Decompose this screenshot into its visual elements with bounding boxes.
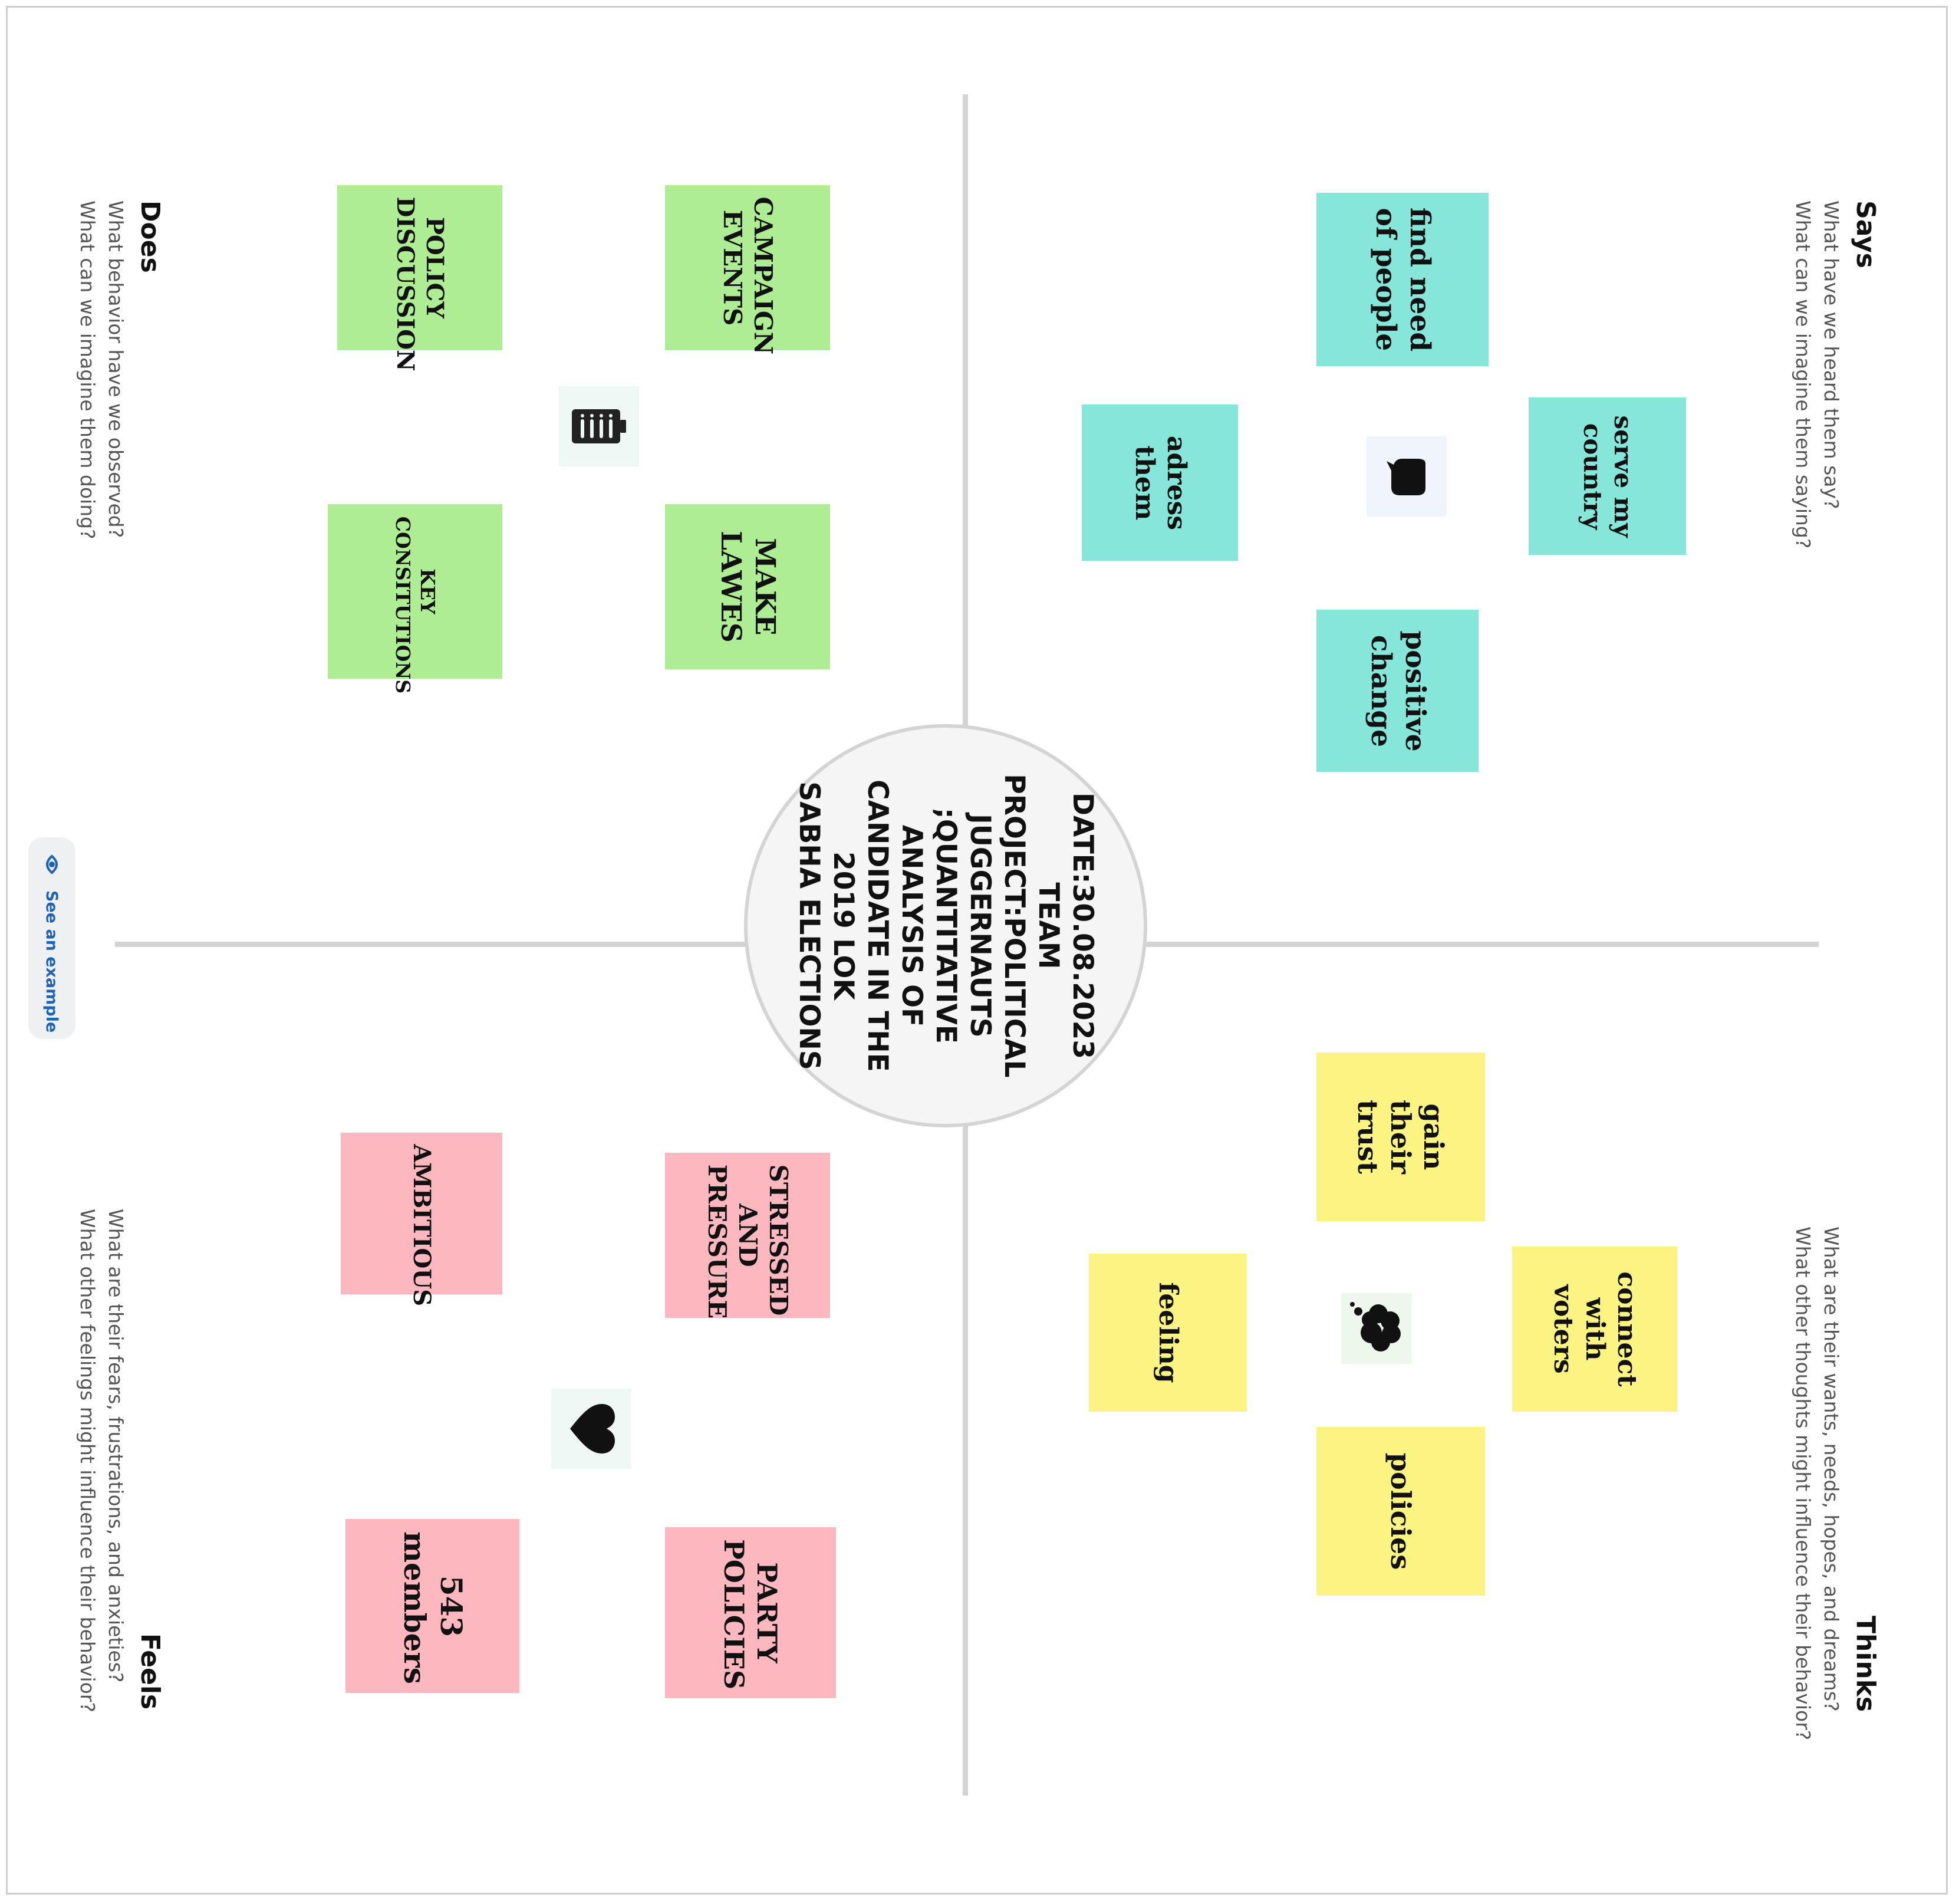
sticky-note-says[interactable]: adress them [1082,405,1238,561]
see-example-button[interactable] [28,837,75,1039]
sticky-note-says[interactable]: positive change [1316,610,1479,772]
sticky-note-thinks[interactable]: gain their trust [1316,1053,1485,1221]
feels-description: What are their fears, frustrations, and … [76,1209,127,1712]
center-circle [744,724,1147,1127]
center-line: SABHA ELECTIONS [793,781,825,1070]
feels-title: Feels [135,1633,165,1710]
sticky-note-does[interactable]: POLICY DISCUSSION [337,185,502,371]
sticky-note-thinks[interactable]: policies [1316,1427,1485,1596]
sticky-note-feels[interactable]: STRESSED AND PRESSURE [665,1153,830,1318]
center-line: CANDIDATE IN THE 2019 LOK [827,780,894,1072]
battery-icon [559,386,639,466]
center-line: JUGGERNAUTS [964,814,996,1038]
see-example-label: See an example [42,890,61,1033]
thinks-description: What are their wants, needs, hopes, and … [1792,1226,1843,1741]
sticky-note-feels[interactable]: AMBITIOUS [341,1133,502,1306]
sticky-note-says[interactable]: serve my country [1529,397,1686,555]
sticky-note-does[interactable]: CAMPAIGN EVENTS [665,185,830,354]
sticky-note-feels[interactable]: 543 members [345,1519,519,1693]
says-description: What have we heard them say? What can we… [1792,200,1843,549]
sticky-note-thinks[interactable]: connect with voters [1512,1247,1677,1412]
center-line: TEAM PROJECT:POLITICAL [998,774,1065,1078]
sticky-note-does[interactable]: MAKE LAWES [665,504,830,669]
sticky-note-thinks[interactable]: feeling [1089,1254,1247,1412]
does-title: Does [135,200,165,273]
sticky-note-feels[interactable]: PARTY POLICIES [665,1527,836,1698]
says-title: Says [1851,200,1881,268]
center-title: DATE:30.08.2023 TEAM PROJECT:POLITICAL J… [792,761,1099,1091]
thinks-title: Thinks [1851,1616,1881,1712]
sticky-note-does[interactable]: KEY CONSITUTIONS [328,504,502,693]
speech-bubble-icon [1367,436,1447,517]
eye-icon [41,854,62,875]
center-line: ;QUANTITATIVE ANALYSIS OF [895,808,962,1044]
thought-cloud-icon [1341,1293,1412,1364]
heart-icon [551,1389,631,1469]
center-line: DATE:30.08.2023 [1066,792,1099,1060]
sticky-note-says[interactable]: find need of people [1316,193,1489,366]
does-description: What behavior have we observed? What can… [76,200,127,540]
